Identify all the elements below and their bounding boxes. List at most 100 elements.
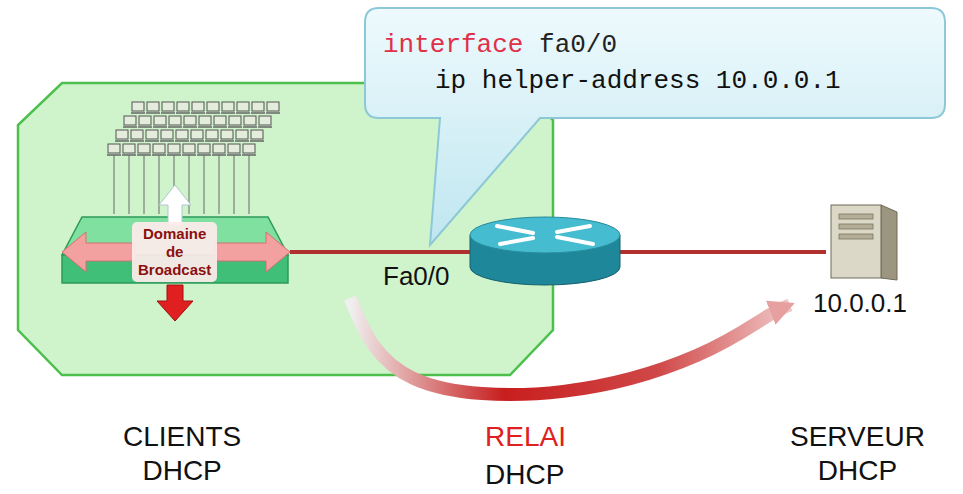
computer-screen (183, 144, 195, 153)
computer-screen (222, 102, 234, 111)
role-label: CLIENTS DHCP (123, 420, 241, 488)
computer-screen (192, 102, 204, 111)
router-top (470, 217, 620, 253)
computer-base (123, 126, 137, 128)
computer-screen (228, 144, 240, 153)
computer-screen (243, 144, 255, 153)
computer-screen (198, 144, 210, 153)
computer-screen (206, 130, 218, 139)
computer-base (130, 140, 144, 142)
role-label: SERVEUR DHCP (790, 420, 925, 488)
keyword: interface (383, 30, 523, 60)
computer-base (190, 140, 204, 142)
node-shape (365, 8, 945, 118)
router-arrows (497, 226, 593, 244)
node-text: Domaine de Broadcast (132, 222, 217, 282)
computer-screen (176, 130, 188, 139)
broadcast-domain-box: Domaine de Broadcast (60, 205, 290, 300)
computer-base (228, 126, 242, 128)
computer-screen (177, 102, 189, 111)
computer-base (146, 112, 160, 114)
computer-screen (251, 130, 263, 139)
computer-screen (162, 102, 174, 111)
computer-base (266, 112, 280, 114)
computer-base (131, 112, 145, 114)
computer-screen (199, 116, 211, 125)
ethernet-wire (340, 250, 490, 254)
computer-screen (108, 144, 120, 153)
computer-screen (237, 102, 249, 111)
computer-screen (184, 116, 196, 125)
server-side (881, 205, 897, 280)
computer-base (176, 112, 190, 114)
broadcast-arrow-down (157, 285, 193, 321)
ethernet-wire (790, 250, 826, 254)
network-wire (114, 155, 115, 214)
network-wire (204, 155, 205, 214)
computer-screen (168, 144, 180, 153)
computer-base (145, 140, 159, 142)
computer-screen (146, 130, 158, 139)
computer-base (236, 112, 250, 114)
computer-screen (139, 116, 151, 125)
computer-screen (267, 102, 279, 111)
computer-screen (236, 130, 248, 139)
computer-screen (124, 116, 136, 125)
computer-base (213, 126, 227, 128)
broadcast-arrow-left (62, 232, 135, 272)
computer-screen (123, 144, 135, 153)
computer-base (243, 126, 257, 128)
computer-base (183, 126, 197, 128)
network-link (290, 250, 340, 254)
computer-screen (214, 116, 226, 125)
node-shape (340, 205, 625, 298)
relay-arrow (350, 298, 790, 395)
node-text: 10.0.0.1 (813, 288, 907, 319)
server-front (831, 205, 881, 278)
computer-screen (116, 130, 128, 139)
computer-base (191, 112, 205, 114)
callout-bubble: interface fa0/0ip helper-address 10.0.0.… (365, 8, 945, 118)
computer-screen (259, 116, 271, 125)
computer-base (115, 140, 129, 142)
computer-base (206, 112, 220, 114)
argument: fa0/0 (523, 30, 617, 60)
network-wire (129, 155, 130, 214)
computer-base (220, 140, 234, 142)
computer-base (198, 126, 212, 128)
computer-base (168, 126, 182, 128)
computer-screen (191, 130, 203, 139)
computer-base (175, 140, 189, 142)
computer-base (160, 140, 174, 142)
network-wire (219, 155, 220, 214)
computer-screen (221, 130, 233, 139)
computer-screen (244, 116, 256, 125)
computer-screen (169, 116, 181, 125)
drive-bay (839, 234, 873, 239)
computer-screen (147, 102, 159, 111)
computer-base (161, 112, 175, 114)
computer-screen (138, 144, 150, 153)
network-wire (249, 155, 250, 214)
broadcast-arrow-up (159, 185, 191, 225)
computer-base (221, 112, 235, 114)
computer-screen (154, 116, 166, 125)
computer-screen (207, 102, 219, 111)
role-label: DHCP (485, 458, 564, 492)
network-wire (234, 155, 235, 214)
computer-screen (252, 102, 264, 111)
node-text: interface fa0/0 (383, 30, 617, 61)
client-computers (107, 102, 280, 214)
computer-base (250, 140, 264, 142)
computer-base (205, 140, 219, 142)
computer-base (153, 126, 167, 128)
broadcast-arrow-right (215, 232, 290, 272)
router-node: Fa0/0 (340, 205, 625, 298)
node-text: Fa0/0 (383, 261, 450, 292)
drive-bay (839, 214, 873, 219)
computer-screen (161, 130, 173, 139)
computer-base (138, 126, 152, 128)
computer-screen (132, 102, 144, 111)
computer-screen (229, 116, 241, 125)
